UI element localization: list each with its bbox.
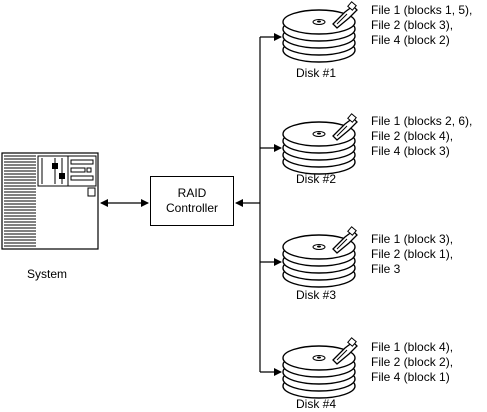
disk-4-label: Disk #4 xyxy=(296,397,337,411)
controller-label-line1: RAID xyxy=(177,186,207,200)
disk-1-file-line: File 2 (block 3), xyxy=(371,18,454,32)
system-label: System xyxy=(27,267,68,281)
disk-1-label: Disk #1 xyxy=(296,66,337,80)
disk-4-files: File 1 (block 4), File 2 (block 2), File… xyxy=(371,340,453,385)
raid-controller-box: RAID Controller xyxy=(150,176,234,226)
disk-3-file-line: File 1 (block 3), xyxy=(371,232,454,246)
disk-4-file-line: File 4 (block 1) xyxy=(371,370,450,384)
disk-2-file-line: File 1 (blocks 2, 6), xyxy=(371,114,473,128)
disk-3-files: File 1 (block 3), File 2 (block 1), File… xyxy=(371,232,453,277)
disk-2-label: Disk #2 xyxy=(296,172,337,186)
disk-1-icon xyxy=(282,1,358,63)
disk-1-files: File 1 (blocks 1, 5), File 2 (block 3), … xyxy=(371,3,472,48)
disk-4-icon xyxy=(282,337,358,399)
disk-3-label: Disk #3 xyxy=(296,288,337,302)
disk-1-file-line: File 4 (block 2) xyxy=(371,33,450,47)
disk-2-files: File 1 (blocks 2, 6), File 2 (block 4), … xyxy=(371,114,472,159)
disk-4-file-line: File 1 (block 4), xyxy=(371,340,454,354)
disk-2-icon xyxy=(282,113,358,175)
disk-3-file-line: File 3 xyxy=(371,262,401,276)
computer-system-icon xyxy=(1,152,99,250)
disk-1-file-line: File 1 (blocks 1, 5), xyxy=(371,3,473,17)
disk-2-file-line: File 4 (block 3) xyxy=(371,144,450,158)
disk-3-icon xyxy=(282,226,358,288)
controller-label-line2: Controller xyxy=(165,201,219,215)
disk-2-file-line: File 2 (block 4), xyxy=(371,129,454,143)
disk-3-file-line: File 2 (block 1), xyxy=(371,247,454,261)
disk-4-file-line: File 2 (block 2), xyxy=(371,355,454,369)
